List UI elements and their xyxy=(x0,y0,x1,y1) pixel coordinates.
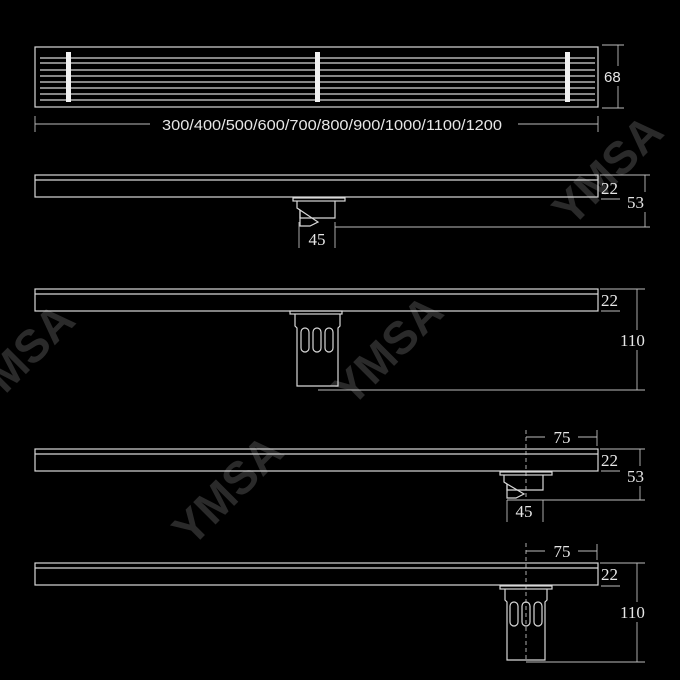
svg-text:75: 75 xyxy=(554,428,571,447)
svg-text:110: 110 xyxy=(620,603,645,622)
side-view-4: 75 22 110 xyxy=(34,542,658,663)
short-outlet xyxy=(499,471,553,499)
svg-text:53: 53 xyxy=(627,193,644,212)
svg-text:22: 22 xyxy=(601,451,618,470)
tall-outlet xyxy=(499,585,553,661)
svg-text:68: 68 xyxy=(604,69,621,86)
tall-outlet xyxy=(289,310,343,387)
length-dimension: 300/400/500/600/700/800/900/1000/1100/12… xyxy=(34,116,599,134)
top-view-grate xyxy=(34,46,599,108)
width-dimension: 68 xyxy=(602,44,632,109)
svg-text:YMSA: YMSA xyxy=(0,293,84,424)
svg-text:45: 45 xyxy=(516,502,533,521)
side-view-3: 75 22 53 45 xyxy=(34,428,654,522)
side-view-1: 22 53 45 xyxy=(34,174,654,249)
svg-text:YMSA: YMSA xyxy=(322,285,453,416)
watermark: YMSA YMSA YMSA YMSA xyxy=(0,105,673,556)
svg-text:22: 22 xyxy=(601,565,618,584)
svg-text:53: 53 xyxy=(627,467,644,486)
svg-text:45: 45 xyxy=(309,230,326,249)
svg-text:300/400/500/600/700/800/900/10: 300/400/500/600/700/800/900/1000/1100/12… xyxy=(162,117,502,134)
side-view-2: 22 110 xyxy=(34,288,658,391)
short-outlet xyxy=(292,197,346,227)
svg-text:22: 22 xyxy=(601,291,618,310)
svg-text:110: 110 xyxy=(620,331,645,350)
svg-text:22: 22 xyxy=(601,179,618,198)
svg-text:YMSA: YMSA xyxy=(162,425,293,556)
svg-text:75: 75 xyxy=(554,542,571,561)
